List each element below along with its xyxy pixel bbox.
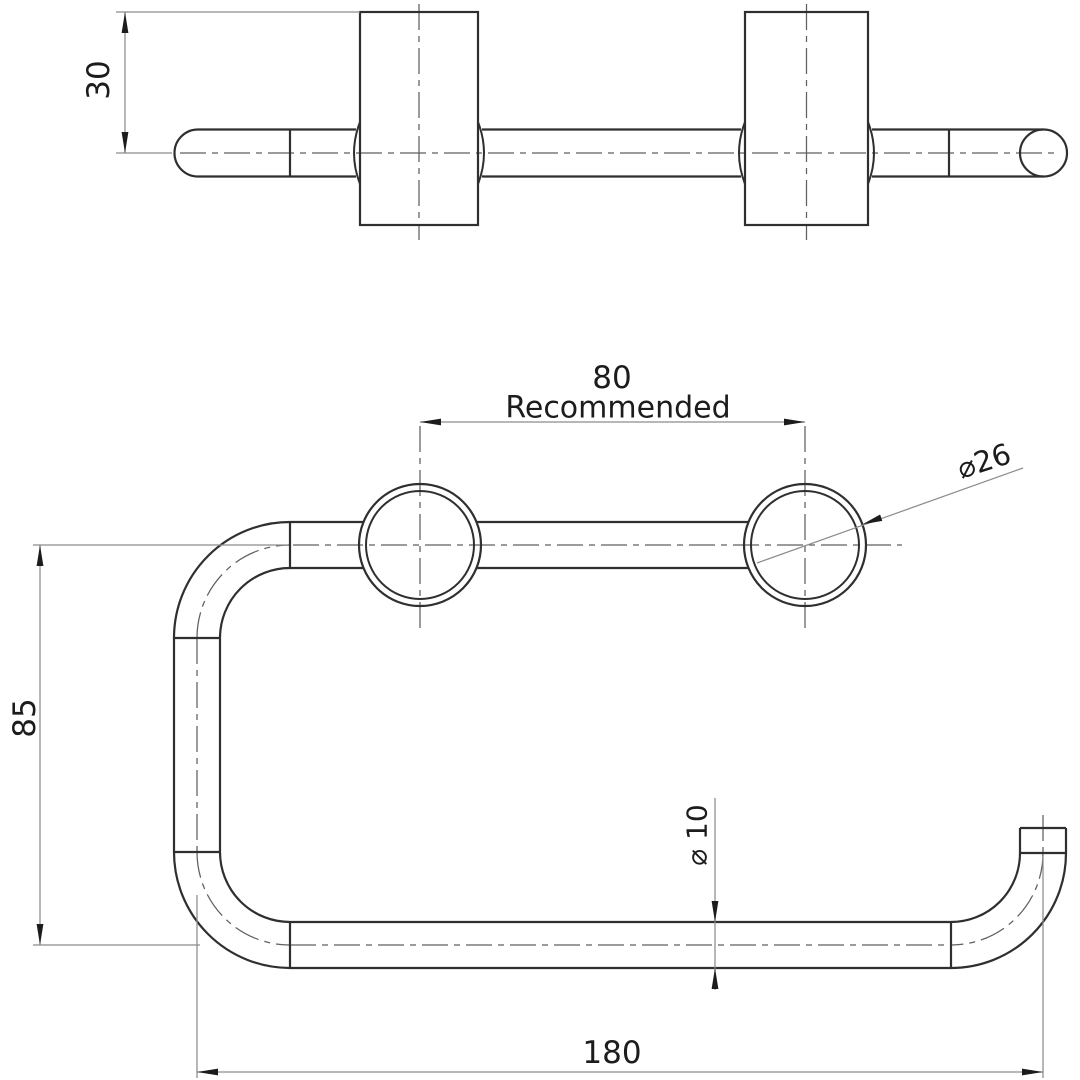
dimension-30: 30	[81, 11, 360, 154]
flange1-outer-circle	[357, 482, 483, 608]
front-view-centerlines	[196, 426, 1044, 946]
top-view-centerlines	[180, 4, 1058, 240]
dimension-80: 80 Recommended	[420, 360, 805, 426]
top-left-bend-outer	[172, 520, 291, 639]
dimension-d26: ⌀26	[756, 436, 1024, 564]
top-left-bend-centerline	[196, 544, 291, 639]
dim10-arrow-down	[711, 901, 719, 922]
dimension-80-note-label: Recommended	[505, 391, 730, 426]
flange1-inner-circle	[365, 490, 475, 600]
right-bend-centerline	[950, 852, 1044, 946]
dim85-arrow-up	[36, 545, 44, 566]
post2-right-fillet	[867, 121, 875, 185]
top-view: 30	[81, 4, 1069, 240]
dim180-arrow-left	[197, 1068, 218, 1076]
bottom-left-bend-inner	[218, 851, 291, 924]
bottom-left-bend-outer	[172, 851, 291, 970]
mount-post-1	[358, 10, 480, 227]
flange2-outer-circle	[742, 482, 868, 608]
mount-post-2	[743, 10, 870, 227]
bottom-left-bend-centerline	[196, 851, 291, 946]
dim26-arrow	[862, 514, 883, 525]
post2-left-fillet	[738, 121, 746, 185]
dim80-arrow-left	[420, 418, 441, 426]
post1-right-fillet	[477, 121, 485, 185]
rail-rounded-end-cap	[173, 128, 199, 178]
dimension-85: 85	[7, 544, 288, 946]
post1-left-fillet	[353, 121, 361, 185]
hook-end-circle	[1018, 128, 1069, 178]
dimension-30-label: 30	[81, 60, 117, 99]
right-bend-inner	[950, 852, 1022, 924]
right-bend-outer	[950, 852, 1068, 970]
dim10-arrow-up	[711, 968, 719, 989]
top-view-rail	[173, 128, 1069, 178]
flange2-inner-circle	[750, 490, 860, 600]
top-view-posts	[353, 10, 875, 227]
front-view-flanges	[357, 482, 868, 608]
dimension-180-label: 180	[582, 1035, 641, 1071]
dim26-leader-line	[756, 467, 1024, 564]
top-left-bend-inner	[218, 566, 291, 639]
dim85-arrow-down	[36, 924, 44, 945]
front-view: 80 Recommended ⌀26 85 ⌀ 10	[7, 360, 1068, 1078]
dim30-arrow-down	[121, 132, 129, 153]
dimension-d10-label: ⌀ 10	[681, 804, 714, 865]
dim180-arrow-right	[1022, 1068, 1043, 1076]
dimension-180: 180	[196, 856, 1044, 1078]
dim30-arrow-up	[121, 12, 129, 33]
dimension-80-label: 80	[592, 360, 631, 396]
dimension-d10: ⌀ 10	[681, 798, 719, 990]
dim80-arrow-right	[784, 418, 805, 426]
dimension-d26-label: ⌀26	[953, 436, 1015, 485]
dimension-85-label: 85	[7, 698, 43, 737]
front-view-tube	[172, 520, 1068, 970]
